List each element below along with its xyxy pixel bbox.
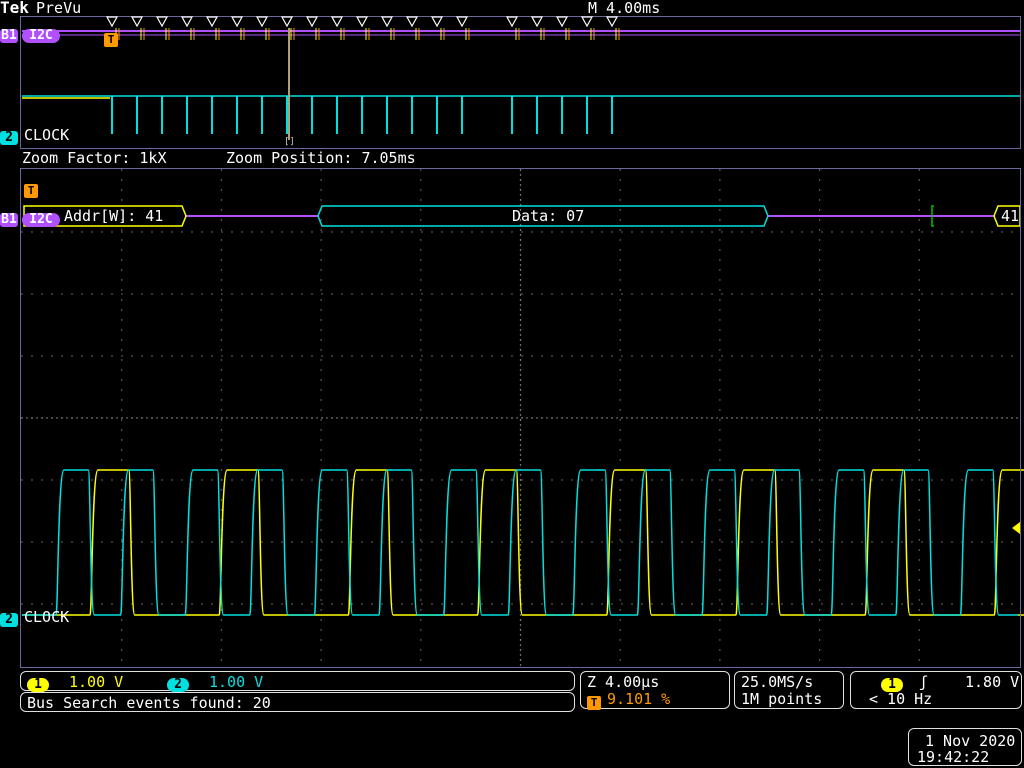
main-ch2-label: CLOCK — [24, 608, 70, 626]
datetime-box: 1 Nov 2020 19:42:22 — [908, 728, 1022, 766]
ch2-badge[interactable]: 2 — [167, 677, 189, 692]
trigger-marker: T — [24, 183, 38, 198]
horizontal-box[interactable]: Z 4.00µs T 9.101 % — [580, 671, 730, 710]
ch2-number: 2 — [0, 130, 18, 145]
overview-ch2-label: CLOCK — [24, 126, 70, 144]
record-length: 1M points — [741, 690, 823, 708]
addr-packet[interactable]: Addr[W]: 41 — [64, 207, 164, 225]
mode-label: PreVu — [36, 0, 82, 17]
overview-ch2-badge[interactable]: 2 — [0, 127, 18, 146]
trigger-position-icon: T — [587, 695, 601, 710]
zoom-factor: Zoom Factor: 1kX — [22, 149, 167, 167]
overview-bus-name: I2C — [22, 25, 60, 44]
timebase-readout[interactable]: M 4.00ms — [588, 0, 661, 17]
trigger-frequency: < 10 Hz — [869, 690, 933, 708]
bus-name-label: I2C — [22, 212, 60, 227]
ch1-scale[interactable]: 1.00 V — [69, 673, 124, 691]
search-results: Bus Search events found: 20 — [27, 694, 271, 712]
trigger-level[interactable]: 1.80 V — [965, 673, 1020, 691]
main-ch2-badge[interactable]: 2 — [0, 609, 18, 628]
main-bus-name: I2C — [22, 209, 60, 228]
zoom-position: Zoom Position: 7.05ms — [226, 149, 416, 167]
brand-logo: Tek — [0, 0, 29, 17]
sample-rate: 25.0MS/s — [741, 673, 814, 691]
main-trigger-icon: T — [24, 180, 38, 199]
channel-scale-box[interactable]: 1 1.00 V 2 1.00 V — [20, 671, 575, 692]
ch1-badge[interactable]: 1 — [27, 677, 49, 692]
overview-window[interactable] — [20, 16, 1021, 149]
trigger-source-badge[interactable]: 1 — [881, 677, 903, 692]
zoom-cursor-marker[interactable]: [] — [284, 137, 295, 147]
next-packet[interactable]: 41 — [1001, 207, 1020, 225]
overview-trigger-icon: T — [104, 29, 118, 48]
ch2-number: 2 — [0, 612, 18, 627]
zoom-scale[interactable]: Z 4.00µs — [587, 673, 660, 691]
bus-number: B1 — [0, 27, 18, 43]
trigger-box[interactable]: 1 ʃ 1.80 V < 10 Hz — [850, 671, 1022, 709]
search-results-box[interactable]: Bus Search events found: 20 — [20, 692, 575, 712]
bus-number: B1 — [0, 211, 18, 227]
bus-name-label: I2C — [22, 28, 60, 43]
trigger-position[interactable]: 9.101 % — [607, 690, 671, 708]
date: 1 Nov 2020 — [925, 732, 1016, 750]
ch2-scale[interactable]: 1.00 V — [209, 673, 264, 691]
overview-bus-badge[interactable]: B1 — [0, 25, 18, 44]
acquisition-box[interactable]: 25.0MS/s 1M points — [734, 671, 844, 709]
main-waveform-window[interactable] — [20, 168, 1021, 668]
time: 19:42:22 — [917, 748, 990, 766]
data-packet[interactable]: Data: 07 — [512, 207, 585, 225]
trigger-marker: T — [104, 32, 118, 47]
main-bus-badge[interactable]: B1 — [0, 209, 18, 228]
trigger-slope-icon[interactable]: ʃ — [919, 673, 929, 691]
